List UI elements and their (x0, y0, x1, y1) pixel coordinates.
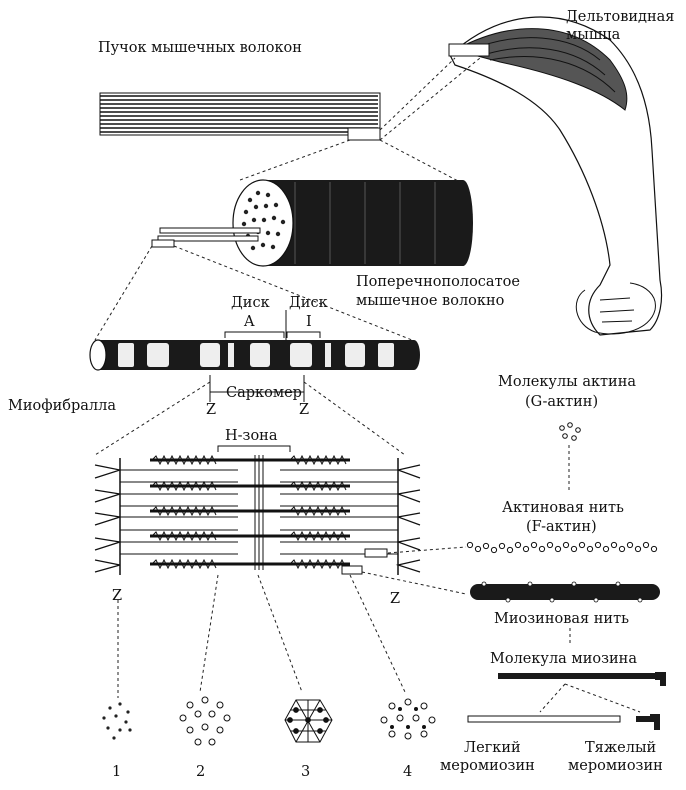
myosin-filament-label: Миозиновая нить (494, 611, 629, 627)
fiber-label-2: мышечное волокно (356, 293, 504, 309)
muscle-fiber (151, 179, 473, 267)
disk-a-label: Диск (231, 295, 270, 311)
cross-section-2 (179, 696, 231, 746)
deltoid-label-2: мышца (566, 27, 621, 43)
arm-illustration (448, 16, 663, 336)
light-meromyosin (467, 715, 621, 723)
sarcomere-label: Саркомер (226, 385, 302, 401)
bundle-label: Пучок мышечных волокон (98, 40, 302, 56)
myosin-molecule-label: Молекула миозина (490, 651, 637, 667)
band-a-label: A (243, 314, 255, 330)
cross-section-number-3: 3 (301, 764, 310, 780)
cross-section-number-1: 1 (112, 764, 121, 780)
light-meromyosin-label-1: Легкий (464, 740, 521, 756)
heavy-meromyosin-label-2: меромиозин (568, 758, 663, 774)
cross-section-4 (380, 698, 436, 740)
cross-section-3 (284, 699, 333, 743)
z-sarc-right-label: Z (390, 591, 400, 607)
deltoid-label-1: Дельтовидная (566, 9, 674, 25)
z-sarc-left-label: Z (112, 588, 122, 604)
myofibril-label: Миофибралла (8, 398, 116, 414)
myosin-filament (470, 581, 660, 603)
fiber-bundle (99, 92, 381, 141)
light-meromyosin-label-2: меромиозин (440, 758, 535, 774)
actin-filament-label-2: (F-актин) (526, 519, 597, 535)
disk-i-label: Диск (289, 295, 328, 311)
sarcomere-detail (94, 454, 421, 575)
actin-filament-label-1: Актиновая нить (502, 500, 624, 516)
fiber-label-1: Поперечнополосатое (356, 274, 520, 290)
f-actin-filament (466, 541, 658, 554)
heavy-meromyosin-label-1: Тяжелый (585, 740, 656, 756)
z-left-label: Z (206, 402, 216, 418)
band-i-label: I (306, 314, 312, 330)
cross-section-number-4: 4 (403, 764, 412, 780)
actin-molecules-label-1: Молекулы актина (498, 374, 636, 390)
g-actin-cluster (559, 422, 581, 441)
cross-section-number-2: 2 (196, 764, 205, 780)
heavy-meromyosin (636, 714, 660, 730)
cross-section-1 (102, 702, 132, 740)
actin-molecules-label-2: (G-актин) (525, 394, 598, 410)
myosin-molecule (498, 672, 666, 686)
h-zone-label: H-зона (225, 428, 278, 444)
z-right-label: Z (299, 402, 309, 418)
myofibril (89, 339, 420, 371)
